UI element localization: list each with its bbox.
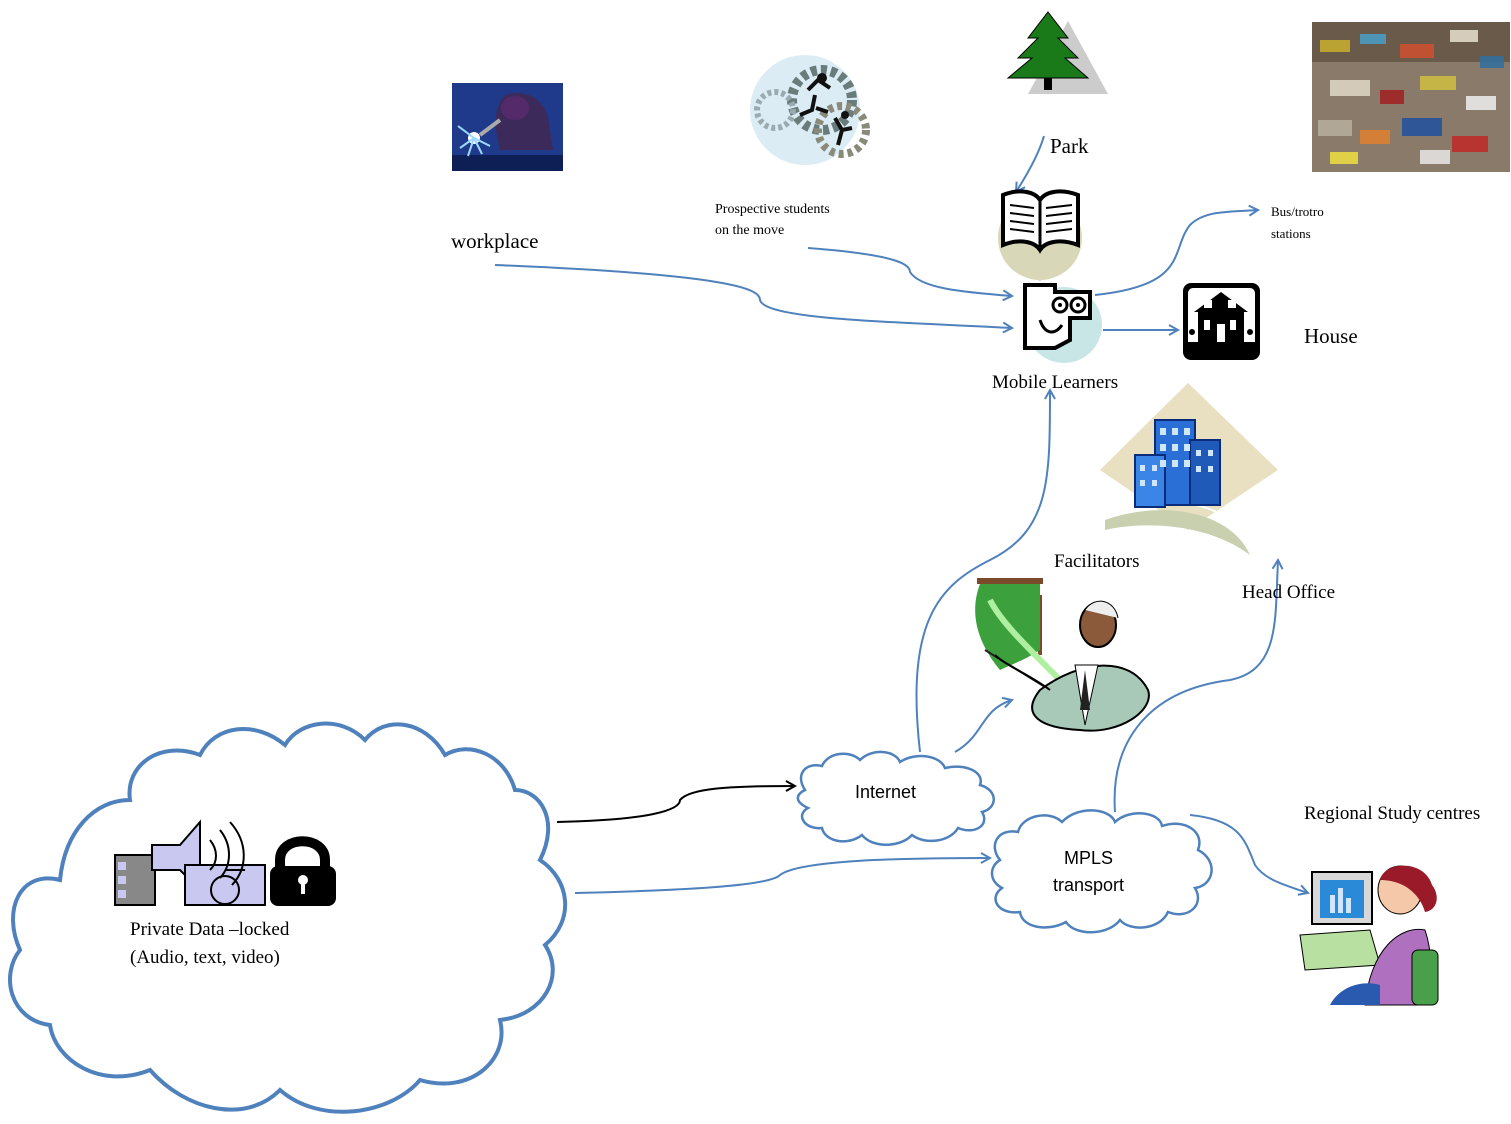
learner-face-icon	[1023, 283, 1102, 363]
arrow-park-to-book	[1016, 135, 1045, 192]
private-data-label: Private Data –locked (Audio, text, video…	[130, 919, 290, 968]
bus-stations-label: Bus/trotro stations	[1271, 204, 1324, 241]
crowd-photo-icon	[1312, 22, 1510, 172]
mpls-cloud	[990, 809, 1213, 934]
arrow-students-to-learners	[807, 247, 1012, 296]
internet-cloud	[796, 750, 995, 846]
office-buildings-icon	[1100, 383, 1278, 555]
open-book-icon	[998, 189, 1082, 280]
welder-icon	[452, 83, 563, 171]
house-icon	[1183, 283, 1260, 360]
workplace-label: workplace	[451, 229, 539, 253]
media-lock-icon	[114, 819, 336, 906]
mobile-learners-label: Mobile Learners	[992, 372, 1119, 393]
teacher-board-icon	[975, 578, 1150, 732]
facilitators-label: Facilitators	[1054, 551, 1140, 572]
regional-centres-label: Regional Study centres	[1304, 803, 1481, 824]
arrow-privatedata-to-mpls	[574, 858, 990, 894]
mpls-label: MPLS transport	[1053, 848, 1125, 895]
private-data-cloud	[8, 721, 568, 1114]
arrow-mpls-to-regional	[1189, 814, 1308, 893]
park-label: Park	[1050, 134, 1089, 158]
arrow-internet-to-facilitators	[954, 700, 1012, 753]
internet-label: Internet	[855, 782, 917, 802]
arrow-internet-to-learners	[915, 390, 1050, 753]
arrow-workplace-to-learners	[494, 264, 1012, 328]
prospective-students-label: Prospective students on the move	[715, 202, 830, 238]
tree-icon	[1006, 11, 1108, 94]
arrow-learners-to-bus	[1094, 210, 1258, 296]
head-office-label: Head Office	[1242, 582, 1336, 603]
house-label: House	[1304, 324, 1358, 348]
computer-user-icon	[1299, 865, 1439, 1006]
arrow-mpls-to-headoffice	[1113, 560, 1278, 813]
running-gears-icon	[750, 55, 870, 165]
arrow-privatedata-to-internet	[556, 786, 795, 823]
